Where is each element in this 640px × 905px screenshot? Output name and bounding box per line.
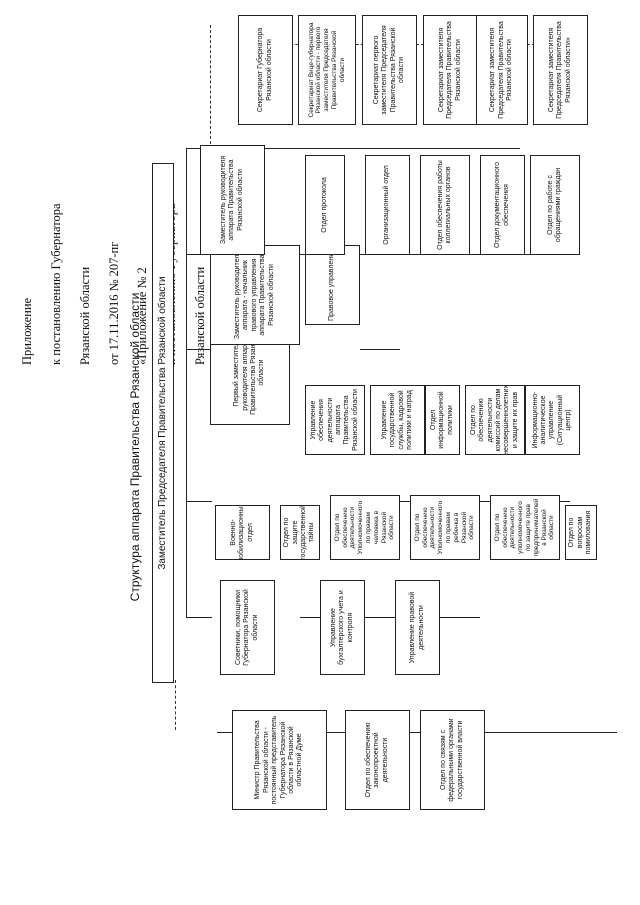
secretariat-box: Секретариат Вице-губернатора Рязанской о…: [298, 15, 356, 125]
col1-dept-box: Отдел по обеспечению законопроектной дея…: [345, 710, 410, 810]
connector-line: [360, 349, 400, 350]
col2-box: Управление бухгалтерского учета и контро…: [320, 580, 365, 675]
connector-line: [186, 349, 212, 350]
connector-line: [240, 148, 520, 149]
col6-box: Отдел протокола: [305, 155, 345, 255]
annex-line: от 17.11.2016 № 207-пг: [106, 241, 121, 365]
connector-line: [186, 617, 212, 618]
col3-box: Отдел по обеспечению деятельности уполно…: [490, 495, 560, 560]
secretariat-box: Секретариат первого заместителя Председа…: [362, 15, 417, 125]
legal-deputy-head-box: Заместитель руководителя аппарата - нача…: [210, 245, 300, 345]
deputy-chairman-box: Заместитель Председателя Правительства Р…: [152, 163, 174, 683]
deputy-head-box: Заместитель руководителя аппарата Правит…: [200, 145, 265, 255]
connector-line: [186, 501, 212, 502]
col3-box: Отдел по вопросам помилования: [565, 505, 597, 560]
col3-box: Отдел по обеспечению деятельности Уполно…: [410, 495, 480, 560]
col4-box: Управление обеспечения деятельности аппа…: [305, 385, 365, 455]
connector-line: [186, 148, 187, 618]
col6-box: Отдел обеспечения работы коллегиальных о…: [420, 155, 470, 255]
col5-box: Правовое управление: [305, 245, 360, 325]
col2-box: Управление правовой деятельности: [395, 580, 440, 675]
col4-box: Отдел информационной политики: [425, 385, 460, 455]
col1-dept-box: Отдел по связям с федеральными органами …: [420, 710, 485, 810]
col3-box: Военно-мобилизационный отдел: [215, 505, 270, 560]
annex-line: к постановлению Губернатора: [49, 203, 64, 365]
minister-box: Министр Правительства Рязанской области …: [232, 710, 327, 810]
col6-box: Отдел по работе с обращениями граждан: [530, 155, 580, 255]
col4-box: Информационно-аналитическое управление (…: [525, 385, 580, 455]
secretariat-box: Секретариат Губернатора Рязанской област…: [238, 15, 293, 125]
col4-box: Управление государственной службы, кадро…: [370, 385, 425, 455]
annex-line: Приложение: [20, 297, 35, 365]
col2-box: Советники, помощники Губернатора Рязанск…: [220, 580, 275, 675]
dashed-connector: [175, 680, 176, 730]
secretariat-box: Секретариат заместителя Председателя Пра…: [423, 15, 478, 125]
col3-box: Отдел по обеспечению деятельности Уполно…: [330, 495, 400, 560]
secretariat-box: Секретариат заместителя Председателя Пра…: [476, 15, 528, 125]
col3-box: Отдел по защите государственной тайны: [280, 505, 320, 560]
col6-box: Отдел документационного обеспечения: [480, 155, 525, 255]
secretariat-box: Секретариат заместителя Председателя Пра…: [533, 15, 588, 125]
chart-title: Структура аппарата Правительства Рязанск…: [128, 292, 142, 602]
col6-box: Организационный отдел: [365, 155, 410, 255]
annex-line: Рязанской области: [77, 266, 92, 365]
col4-box: Отдел по обеспечению деятельности комисс…: [465, 385, 525, 455]
